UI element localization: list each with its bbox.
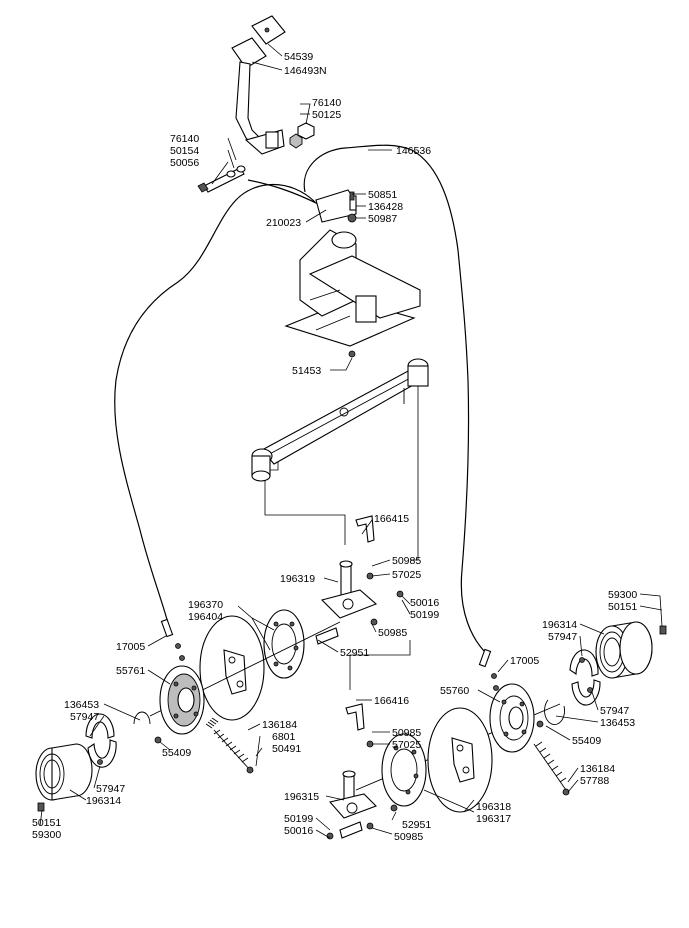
- label-52951-a: 52951: [340, 647, 369, 659]
- label-196319: 196319: [280, 573, 315, 585]
- label-57025-a: 57025: [392, 569, 421, 581]
- label-196318: 196318: [476, 801, 511, 813]
- label-50985-c: 50985: [392, 727, 421, 739]
- cable-fittings: [160, 618, 499, 691]
- part-labels: 54539 146493N 76140 50125 76140 50154 50…: [32, 51, 637, 843]
- label-54539: 54539: [284, 51, 313, 63]
- brake-cables: [114, 144, 489, 690]
- label-17005-b: 17005: [510, 655, 539, 667]
- label-146536: 146536: [396, 145, 431, 157]
- label-50151-b: 50151: [608, 601, 637, 613]
- frame-mount-bracket: [284, 229, 421, 358]
- label-196314-b: 196314: [542, 619, 577, 631]
- label-55760: 55760: [440, 685, 469, 697]
- label-50199-b: 50199: [284, 813, 313, 825]
- label-50985-a: 50985: [392, 555, 421, 567]
- leader-lines: [39, 43, 663, 839]
- label-196315: 196315: [284, 791, 319, 803]
- right-brake-assembly: [355, 621, 667, 813]
- label-136184-b: 136184: [580, 763, 615, 775]
- label-196314-a: 196314: [86, 795, 121, 807]
- label-59300-b: 59300: [608, 589, 637, 601]
- label-50016-b: 50016: [284, 825, 313, 837]
- left-actuating-lever: [315, 515, 404, 645]
- label-50151-a: 50151: [32, 817, 61, 829]
- label-136428: 136428: [368, 201, 403, 213]
- label-6801: 6801: [272, 731, 296, 743]
- label-196370: 196370: [188, 599, 223, 611]
- label-196404: 196404: [188, 611, 223, 623]
- label-136453-a: 136453: [64, 699, 99, 711]
- label-50851: 50851: [368, 189, 397, 201]
- label-76140-left: 76140: [170, 133, 199, 145]
- label-50199-a: 50199: [410, 609, 439, 621]
- label-17005-a: 17005: [116, 641, 145, 653]
- pedal-cable: [247, 179, 319, 205]
- right-actuating-lever: [326, 703, 398, 840]
- label-76140-top: 76140: [312, 97, 341, 109]
- cross-shaft: [251, 358, 429, 482]
- left-brake-assembly: [35, 609, 341, 812]
- label-50985-d: 50985: [394, 831, 423, 843]
- cable-clevis: [315, 189, 357, 223]
- label-52951-b: 52951: [402, 819, 431, 831]
- label-50491: 50491: [272, 743, 301, 755]
- label-136184-a: 136184: [262, 719, 297, 731]
- label-50985-b: 50985: [378, 627, 407, 639]
- label-196317: 196317: [476, 813, 511, 825]
- label-57947-b: 57947: [96, 783, 125, 795]
- label-55409-b: 55409: [572, 735, 601, 747]
- label-57947-d: 57947: [600, 705, 629, 717]
- label-166416: 166416: [374, 695, 409, 707]
- label-210023: 210023: [266, 217, 301, 229]
- label-50154: 50154: [170, 145, 199, 157]
- label-55409-a: 55409: [162, 747, 191, 759]
- label-57788: 57788: [580, 775, 609, 787]
- label-166415: 166415: [374, 513, 409, 525]
- label-59300-a: 59300: [32, 829, 61, 841]
- label-50987: 50987: [368, 213, 397, 225]
- label-50016-a: 50016: [410, 597, 439, 609]
- label-136453-b: 136453: [600, 717, 635, 729]
- label-55761: 55761: [116, 665, 145, 677]
- label-57947-a: 57947: [70, 711, 99, 723]
- label-57025-b: 57025: [392, 739, 421, 751]
- brake-pedal-assembly: [197, 15, 315, 193]
- label-50056: 50056: [170, 157, 199, 169]
- right-brake-cable: [303, 144, 489, 656]
- left-brake-cable: [114, 183, 316, 631]
- label-57947-c: 57947: [548, 631, 577, 643]
- label-146493N: 146493N: [284, 65, 327, 77]
- label-51453: 51453: [292, 365, 321, 377]
- label-50125: 50125: [312, 109, 341, 121]
